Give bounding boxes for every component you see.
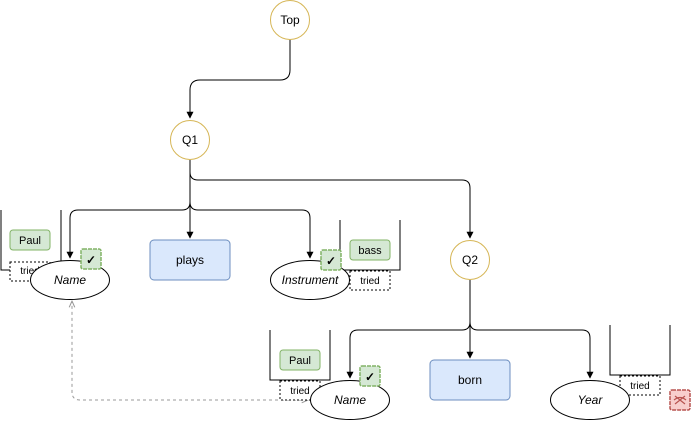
relation-plays[interactable]: plays: [149, 239, 231, 281]
variable-name-q2-label: Name: [334, 393, 366, 407]
node-q1[interactable]: Q1: [170, 120, 210, 160]
relation-born-label: born: [458, 373, 482, 387]
tried-label: tried: [20, 266, 39, 277]
edge-q2-year: [469, 280, 594, 379]
stack-instrument: bass tried: [339, 220, 401, 291]
node-top-label: Top: [280, 13, 300, 27]
variable-year[interactable]: Year: [550, 380, 630, 420]
stack-value-box: [9, 229, 51, 251]
edge-q1-q2: [189, 160, 474, 239]
dashed-link-name: [72, 301, 308, 400]
edge-q1-instrument: [189, 160, 314, 259]
check-badge-icon: ✓: [359, 365, 381, 387]
check-mark: ✓: [365, 370, 375, 384]
tried-label: tried: [360, 276, 379, 287]
check-mark: ✓: [326, 254, 336, 268]
check-mark: ✓: [86, 253, 96, 267]
tried-box: [619, 375, 661, 396]
stack-value-box: [279, 349, 321, 371]
variable-name-q2[interactable]: Name: [310, 380, 390, 420]
stack-value-box: [349, 239, 391, 261]
tried-label: tried: [630, 381, 649, 392]
tried-label: tried: [290, 386, 309, 397]
node-top[interactable]: Top: [270, 0, 310, 40]
stack-value: bass: [358, 245, 382, 257]
node-q1-label: Q1: [182, 133, 198, 147]
variable-year-label: Year: [578, 393, 604, 407]
check-badge-icon: ✓: [80, 248, 102, 270]
node-q2[interactable]: Q2: [450, 240, 490, 280]
variable-name-q1[interactable]: Name: [30, 260, 110, 300]
stack-name-q2: Paul tried: [269, 330, 331, 401]
tried-box: [349, 270, 391, 291]
edges: [66, 39, 594, 379]
cross-badge-icon: [669, 389, 691, 411]
variable-instrument-label: Instrument: [282, 273, 339, 287]
variable-instrument[interactable]: Instrument: [270, 260, 350, 300]
stack-year: tried: [609, 325, 671, 396]
stack-value: Paul: [289, 355, 311, 367]
check-badge-icon: ✓: [320, 249, 342, 271]
relation-plays-label: plays: [176, 253, 204, 267]
edge-top-q1: [186, 39, 291, 119]
node-q2-label: Q2: [462, 253, 478, 267]
relation-born[interactable]: born: [429, 359, 511, 401]
variable-name-q1-label: Name: [54, 273, 86, 287]
stack-value: Paul: [19, 235, 41, 247]
